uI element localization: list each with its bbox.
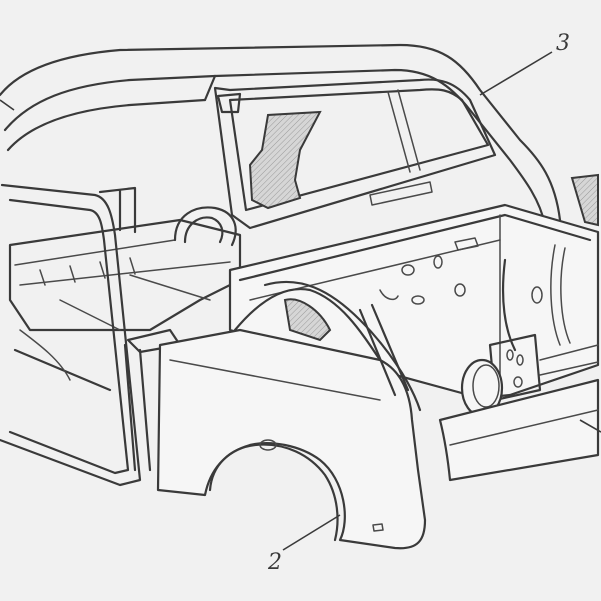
front-door-window-frame: [233, 280, 422, 412]
rear-quarter-panel: [438, 378, 600, 482]
leader-line-left: [0, 99, 15, 111]
roof-side-frame: [0, 43, 599, 230]
callout-label-3: 3: [556, 31, 570, 56]
leader-line-3: [479, 51, 553, 96]
headlight-housing: [460, 358, 504, 418]
leader-line-right: [579, 419, 601, 433]
leader-line-2: [282, 514, 341, 551]
front-fender: [156, 328, 427, 550]
front-door-frame: [0, 183, 142, 487]
callout-label-2: 2: [268, 550, 282, 575]
suspension-tower: [173, 206, 237, 247]
floor-pan: [8, 186, 242, 332]
